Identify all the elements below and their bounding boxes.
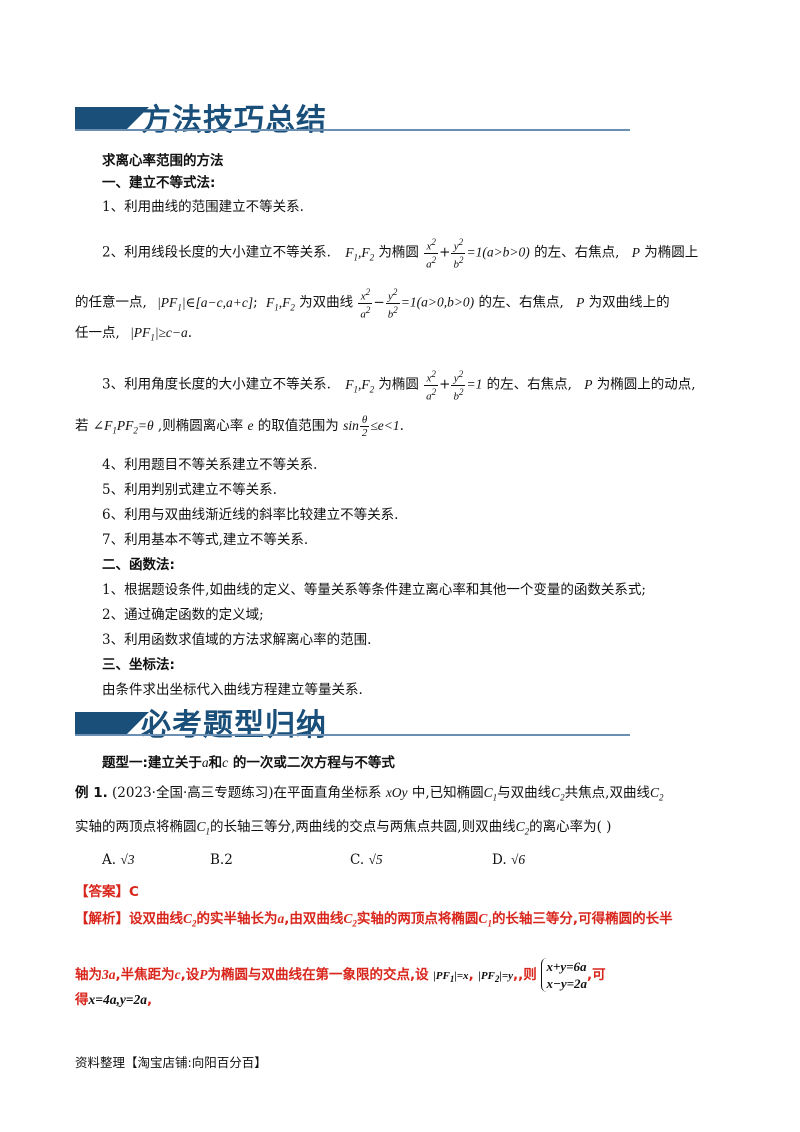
part1-item2-line3: 任一点, |PF1|≥c−a.	[75, 325, 193, 343]
part2-heading: 二、函数法:	[102, 557, 175, 573]
type1-heading: 题型一:建立关于a和c 的一次或二次方程与不等式	[102, 755, 395, 771]
analysis-line1: 【解析】设双曲线C2的实半轴长为a,由双曲线C2实轴的两顶点将椭圆C1的长轴三等…	[75, 911, 673, 929]
banner-rule	[75, 129, 630, 131]
choice-d: D. √6	[492, 852, 526, 868]
part2-item1: 1、根据题设条件,如曲线的定义、等量关系等条件建立离心率和其他一个变量的函数关系…	[102, 582, 646, 598]
footer-credit: 资料整理【淘宝店铺:向阳百分百】	[75, 1055, 267, 1070]
part1-item7: 7、利用基本不等式,建立不等关系.	[102, 532, 309, 548]
analysis-line3: 得x=4a,y=2a,	[75, 992, 153, 1008]
part1-item1: 1、利用曲线的范围建立不等关系.	[102, 199, 304, 215]
part1-item6: 6、利用与双曲线渐近线的斜率比较建立不等关系.	[102, 507, 399, 523]
choice-b: B.2	[210, 852, 233, 868]
analysis-line2: 轴为3a,半焦距为c,设P为椭圆与双曲线在第一象限的交点,设 |PF1|=x, …	[75, 958, 606, 992]
foci-label: F1,F2	[345, 244, 375, 263]
choice-a: A. √3	[102, 852, 135, 868]
banner-bar	[75, 712, 149, 734]
section-title: 必考题型归纳	[141, 708, 327, 743]
part1-heading: 一、建立不等式法:	[102, 175, 216, 191]
section-banner-methods: 方法技巧总结	[75, 97, 630, 138]
part1-item4: 4、利用题目不等关系建立不等关系.	[102, 457, 318, 473]
section-banner-types: 必考题型归纳	[75, 702, 630, 743]
method-title: 求离心率范围的方法	[102, 153, 224, 169]
part3-heading: 三、坐标法:	[102, 657, 175, 673]
part3-item1: 由条件求出坐标代入曲线方程建立等量关系.	[102, 682, 363, 698]
part2-item3: 3、利用函数求值域的方法求解离心率的范围.	[102, 632, 372, 648]
section-title: 方法技巧总结	[141, 103, 327, 138]
choice-c: C. √5	[350, 852, 383, 868]
example1-line1: 例 1. (2023·全国·高三专题练习)在平面直角坐标系 xOy 中,已知椭圆…	[75, 785, 664, 803]
banner-rule	[75, 734, 630, 736]
banner-bar	[75, 107, 149, 129]
part2-item2: 2、通过确定函数的定义域;	[102, 607, 264, 623]
answer: 【答案】C	[75, 884, 139, 900]
example1-line2: 实轴的两顶点将椭圆C1的长轴三等分,两曲线的交点与两焦点共圆,则双曲线C2的离心…	[75, 819, 612, 837]
part1-item5: 5、利用判别式建立不等关系.	[102, 482, 277, 498]
